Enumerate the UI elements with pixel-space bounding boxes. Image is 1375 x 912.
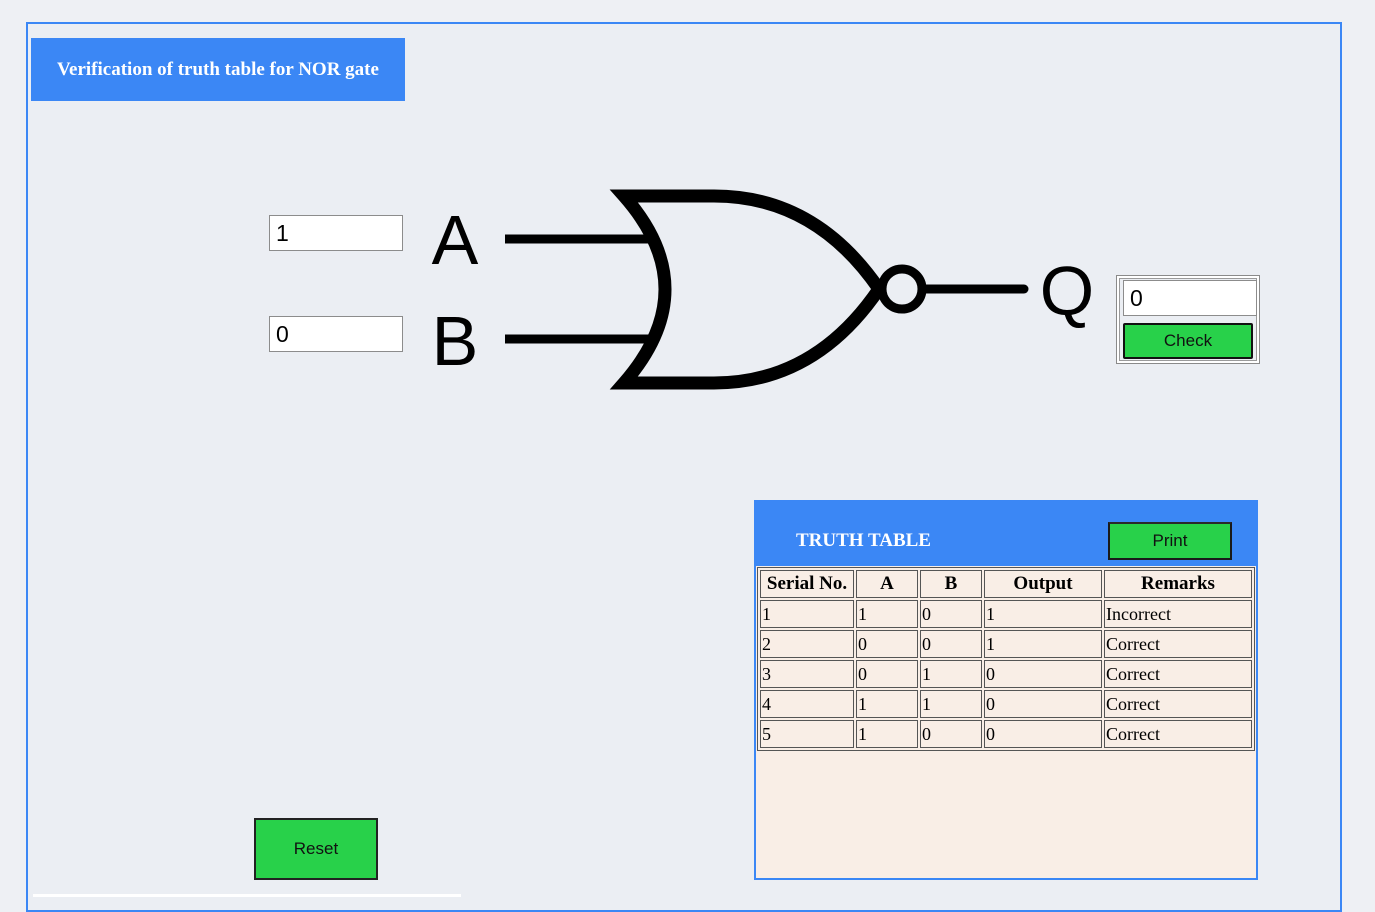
table-row: 2 0 0 1 Correct (760, 630, 1252, 658)
cell-remarks: Correct (1104, 660, 1252, 688)
cell-serial: 4 (760, 690, 854, 718)
cell-output: 0 (984, 690, 1102, 718)
input-b-field[interactable] (269, 316, 403, 352)
nor-gate-bubble (877, 264, 927, 314)
table-row: 5 1 0 0 Correct (760, 720, 1252, 748)
cell-a: 0 (856, 630, 918, 658)
col-output: Output (984, 570, 1102, 598)
cell-remarks: Correct (1104, 720, 1252, 748)
truth-table-header: TRUTH TABLE Print (756, 502, 1256, 566)
table-row: 1 1 0 1 Incorrect (760, 600, 1252, 628)
table-row: 4 1 1 0 Correct (760, 690, 1252, 718)
print-button[interactable]: Print (1108, 522, 1232, 560)
cell-serial: 5 (760, 720, 854, 748)
truth-table-header-row: Serial No. A B Output Remarks (760, 570, 1252, 598)
horizontal-scrollbar[interactable] (33, 894, 461, 897)
nor-gate-body (609, 189, 887, 390)
col-a: A (856, 570, 918, 598)
output-panel: Check (1116, 275, 1260, 364)
cell-a: 1 (856, 600, 918, 628)
cell-output: 1 (984, 630, 1102, 658)
simulation-frame: Verification of truth table for NOR gate (26, 22, 1342, 912)
truth-table: Serial No. A B Output Remarks 1 1 0 1 In… (757, 567, 1255, 751)
input-a-label: A (432, 201, 479, 279)
truth-table-panel: TRUTH TABLE Print Serial No. A B Output … (754, 500, 1258, 880)
cell-a: 0 (856, 660, 918, 688)
cell-output: 1 (984, 600, 1102, 628)
output-q-field[interactable] (1123, 280, 1257, 316)
cell-b: 0 (920, 600, 982, 628)
cell-output: 0 (984, 720, 1102, 748)
reset-button[interactable]: Reset (254, 818, 378, 880)
col-serial-no: Serial No. (760, 570, 854, 598)
table-row: 3 0 1 0 Correct (760, 660, 1252, 688)
output-q-label: Q (1040, 252, 1094, 330)
input-a-field[interactable] (269, 215, 403, 251)
input-b-label: B (432, 302, 479, 380)
cell-serial: 3 (760, 660, 854, 688)
cell-b: 1 (920, 660, 982, 688)
cell-remarks: Correct (1104, 630, 1252, 658)
cell-remarks: Incorrect (1104, 600, 1252, 628)
cell-b: 1 (920, 690, 982, 718)
cell-serial: 2 (760, 630, 854, 658)
col-b: B (920, 570, 982, 598)
cell-serial: 1 (760, 600, 854, 628)
page-title: Verification of truth table for NOR gate (31, 38, 405, 101)
truth-table-title: TRUTH TABLE (796, 530, 931, 551)
cell-b: 0 (920, 630, 982, 658)
cell-b: 0 (920, 720, 982, 748)
cell-remarks: Correct (1104, 690, 1252, 718)
cell-a: 1 (856, 690, 918, 718)
check-button[interactable]: Check (1123, 323, 1253, 359)
col-remarks: Remarks (1104, 570, 1252, 598)
cell-output: 0 (984, 660, 1102, 688)
cell-a: 1 (856, 720, 918, 748)
